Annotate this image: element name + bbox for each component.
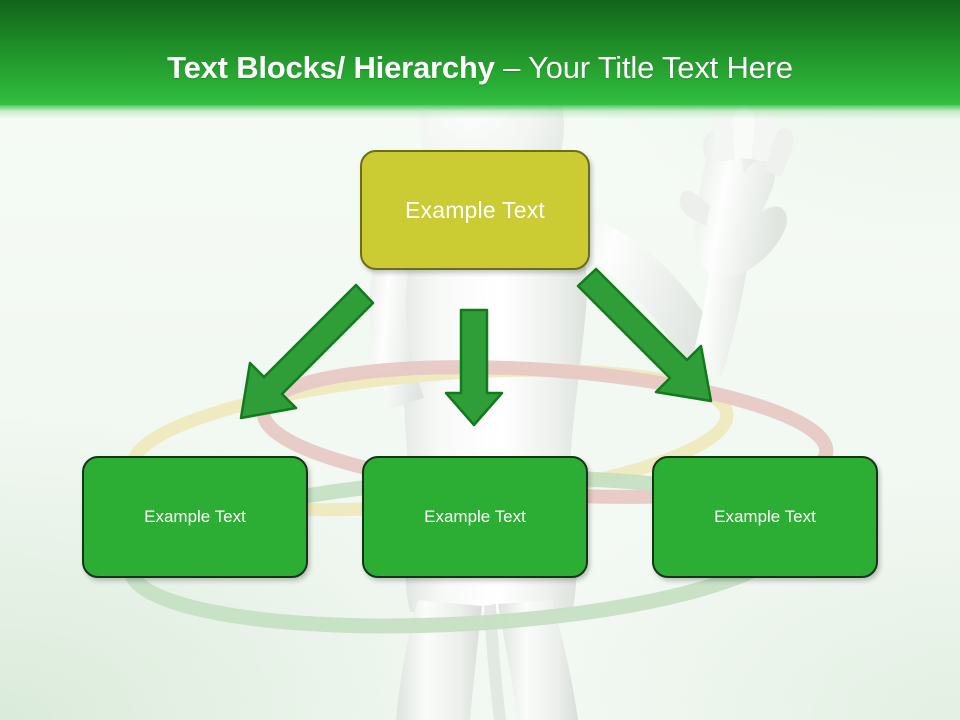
hierarchy-top-node-label: Example Text bbox=[404, 196, 546, 223]
hierarchy-child-node-1[interactable]: Example Text bbox=[82, 456, 308, 578]
hierarchy-child-node-2[interactable]: Example Text bbox=[362, 456, 588, 578]
header-fade bbox=[0, 105, 960, 119]
arrow-down-right-icon bbox=[576, 267, 713, 403]
arrow-down-icon bbox=[444, 308, 504, 427]
hierarchy-child-node-2-label: Example Text bbox=[424, 507, 526, 526]
header-band bbox=[0, 0, 960, 105]
page-title-strong: Text Blocks/ Hierarchy bbox=[167, 50, 504, 85]
page-title: Text Blocks/ Hierarchy – Your Title Text… bbox=[0, 50, 960, 86]
hierarchy-child-node-3-label: Example Text bbox=[714, 507, 816, 526]
hierarchy-child-node-1-label: Example Text bbox=[144, 507, 246, 526]
arrow-down-left-icon bbox=[239, 283, 375, 420]
page-title-light: – Your Title Text Here bbox=[503, 50, 793, 85]
hierarchy-top-node[interactable]: Example Text bbox=[360, 150, 590, 270]
hierarchy-child-node-3[interactable]: Example Text bbox=[652, 456, 878, 578]
